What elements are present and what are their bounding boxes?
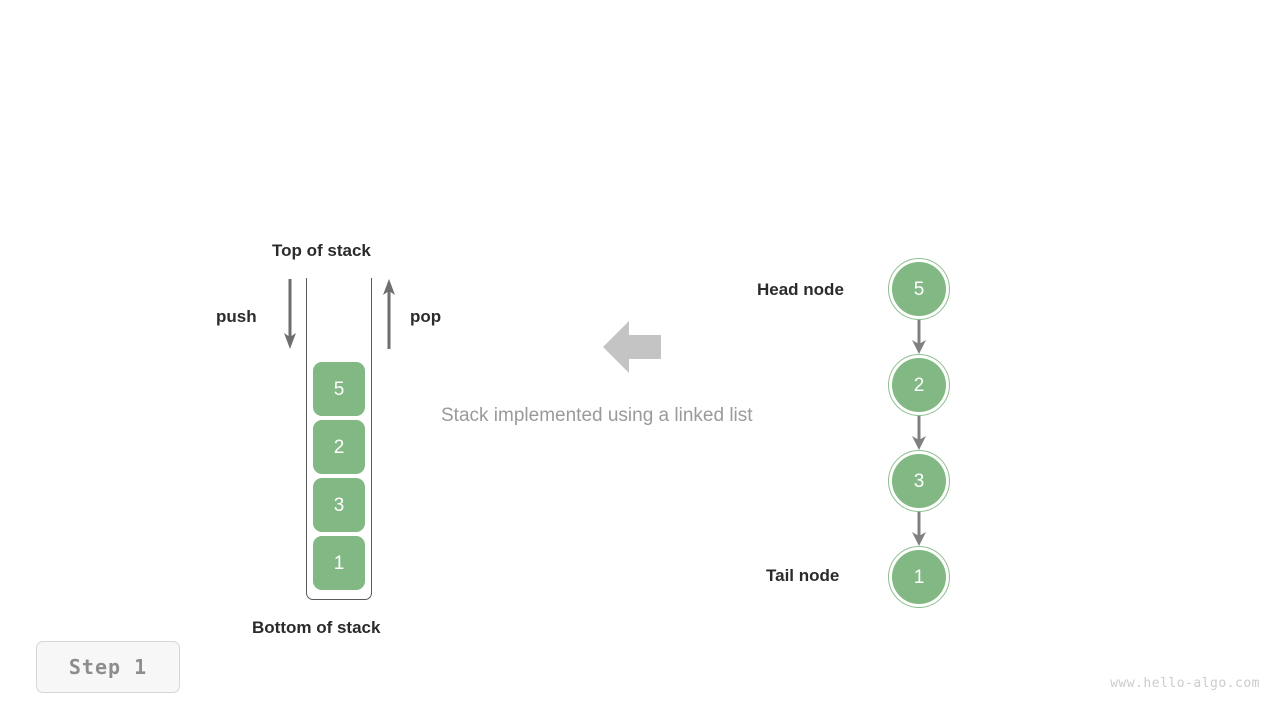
top-of-stack-label: Top of stack	[272, 241, 371, 260]
linked-list-node: 1	[888, 546, 950, 608]
bottom-of-stack-label: Bottom of stack	[252, 618, 381, 637]
stack-item: 3	[313, 478, 365, 532]
pop-label: pop	[410, 307, 442, 326]
node-link-arrow-icon	[908, 512, 930, 548]
stack-item: 5	[313, 362, 365, 416]
pop-arrow-icon	[378, 277, 400, 351]
watermark: www.hello-algo.com	[1110, 676, 1260, 691]
step-badge-label: Step 1	[68, 655, 148, 679]
stack-item: 2	[313, 420, 365, 474]
push-label: push	[216, 307, 257, 326]
linked-list-node: 5	[888, 258, 950, 320]
stack-items-list: 5 2 3 1	[307, 362, 371, 590]
linked-list: 5 2 3 1	[884, 254, 954, 610]
push-arrow-icon	[279, 277, 301, 351]
step-badge: Step 1	[36, 641, 180, 693]
node-value: 2	[892, 358, 946, 412]
head-node-label: Head node	[757, 280, 844, 299]
linked-list-node: 3	[888, 450, 950, 512]
stack-container: 5 2 3 1	[306, 278, 372, 600]
stack-item: 1	[313, 536, 365, 590]
linked-list-node: 2	[888, 354, 950, 416]
node-value: 3	[892, 454, 946, 508]
node-value: 5	[892, 262, 946, 316]
node-link-arrow-icon	[908, 416, 930, 452]
tail-node-label: Tail node	[766, 566, 840, 585]
left-arrow-icon	[603, 318, 661, 376]
node-value: 1	[892, 550, 946, 604]
node-link-arrow-icon	[908, 320, 930, 356]
diagram-caption: Stack implemented using a linked list	[441, 405, 753, 426]
